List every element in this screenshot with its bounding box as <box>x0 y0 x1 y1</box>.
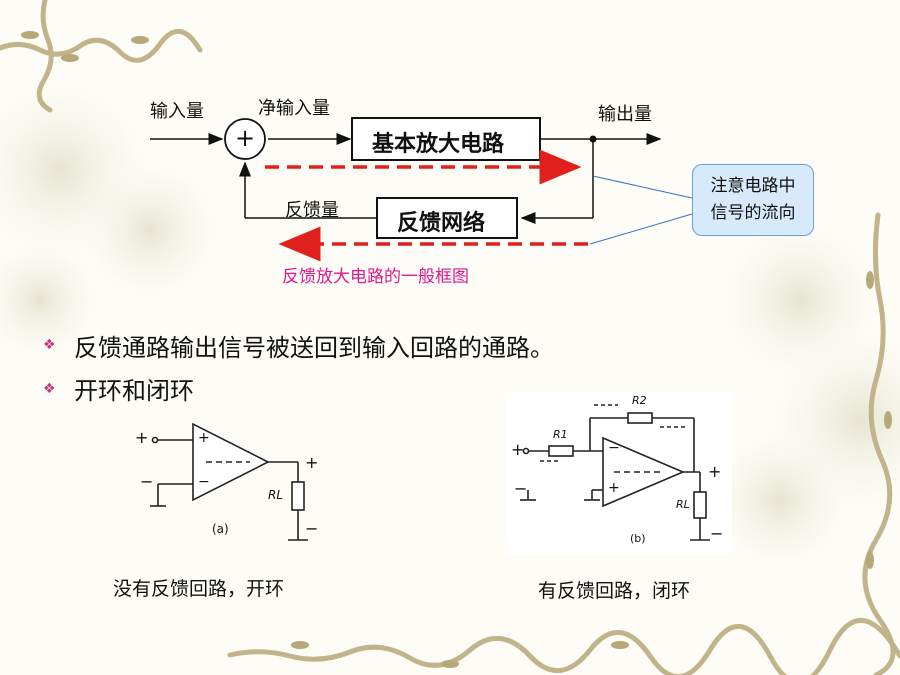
circuit-a-out-minus: − <box>305 519 319 538</box>
feedback-quantity-label: 反馈量 <box>285 200 339 221</box>
circuit-a-tag: (a) <box>212 522 229 536</box>
circuit-b-out-minus: − <box>710 524 724 543</box>
resistor-r2 <box>627 412 653 424</box>
vine-leaves <box>21 31 892 668</box>
summing-junction <box>224 118 266 160</box>
signal-lines <box>150 133 693 245</box>
summing-symbol: + <box>235 124 256 152</box>
circuit-b-noninv-sign: + <box>608 480 620 496</box>
note-line-1: 注意电路中 <box>710 176 796 196</box>
amplifier-label: 基本放大电路 <box>372 132 505 157</box>
circuit-b-tag: (b) <box>630 532 646 545</box>
circuit-b-plus-in: + <box>511 440 525 459</box>
circuit-a-plus-in: + <box>135 428 149 447</box>
diamond-cluster-icon: ❖ <box>43 381 56 397</box>
net-input-label: 净输入量 <box>258 98 330 119</box>
load-resistor-b <box>693 491 707 519</box>
circuit-b-load-label: RL <box>676 498 690 511</box>
circuit-b-out-plus: + <box>708 462 722 481</box>
circuit-b-r2-label: R2 <box>632 394 647 407</box>
circuit-a-minus-in: − <box>140 472 154 491</box>
circuit-b-caption: 有反馈回路，闭环 <box>538 580 691 602</box>
op-amp-b <box>602 436 686 508</box>
circuit-a-inv-sign: − <box>198 474 210 490</box>
bullet-open-closed-loop: 开环和闭环 <box>74 377 194 405</box>
feedback-network-box <box>376 197 518 239</box>
input-label: 输入量 <box>150 101 204 122</box>
circuit-b-inv-sign: − <box>608 440 620 456</box>
bullet-feedback-definition: 反馈通路输出信号被送回到输入回路的通路。 <box>74 334 554 362</box>
circuit-a-noninv-sign: + <box>198 430 210 446</box>
circuit-b-r1-label: R1 <box>553 428 568 441</box>
note-line-2: 信号的流向 <box>710 203 796 223</box>
output-label: 输出量 <box>598 104 652 125</box>
amplifier-box <box>351 117 541 161</box>
feedback-network-label: 反馈网络 <box>397 211 486 236</box>
resistor-r1 <box>548 445 574 457</box>
circuit-a-out-plus: + <box>305 453 319 472</box>
circuit-a-caption: 没有反馈回路，开环 <box>113 578 285 600</box>
circuit-b-minus-in: − <box>514 479 528 498</box>
signal-flow-note: 注意电路中 信号的流向 <box>692 164 814 236</box>
circuit-a-load-label: RL <box>268 488 284 502</box>
output-node <box>589 135 597 143</box>
faded-flowers <box>0 80 900 570</box>
diamond-cluster-icon: ❖ <box>43 337 56 353</box>
block-diagram-caption: 反馈放大电路的一般框图 <box>282 267 469 287</box>
